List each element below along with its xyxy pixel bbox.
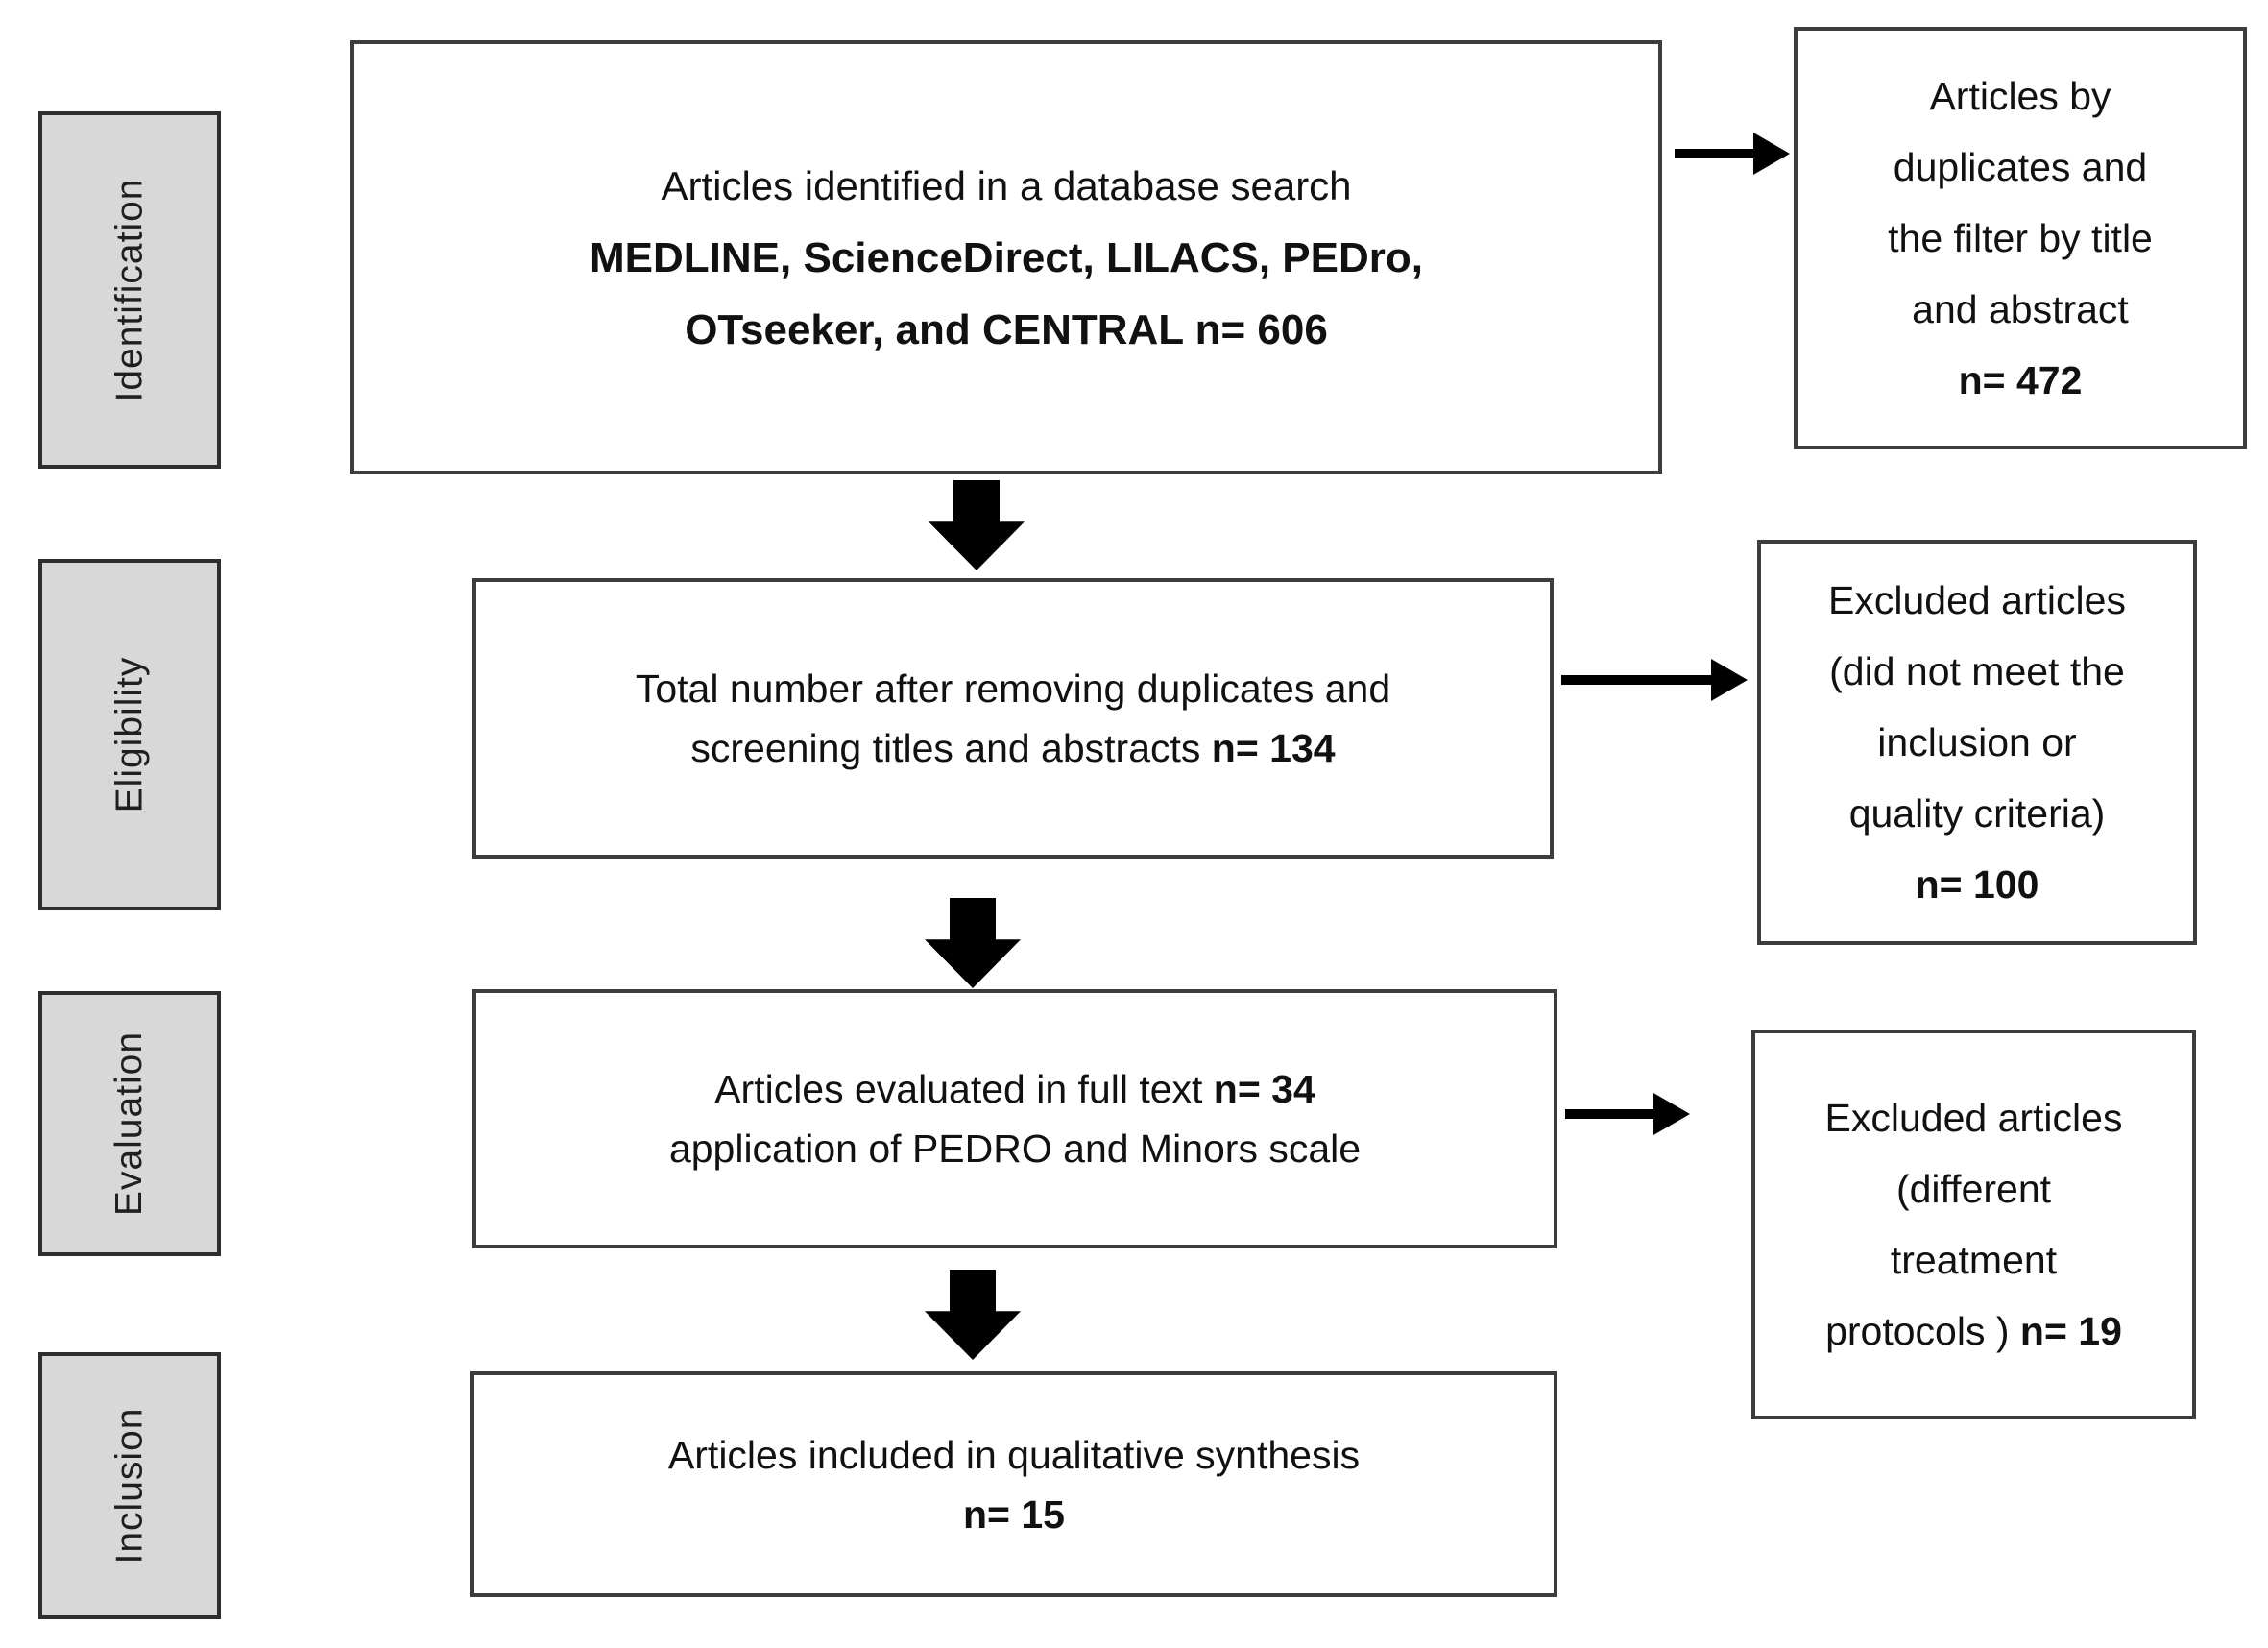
side-box-line: and abstract bbox=[1912, 287, 2129, 331]
arrow-head bbox=[1753, 133, 1790, 175]
down-arrow-icon bbox=[929, 480, 1025, 570]
side-box-line: quality criteria) bbox=[1848, 791, 2106, 836]
arrow-head bbox=[1711, 659, 1748, 701]
right-arrow-icon bbox=[1565, 1093, 1690, 1135]
arrow-shaft bbox=[1565, 1109, 1657, 1119]
flow-box-included: Articles included in qualitative synthes… bbox=[470, 1371, 1557, 1597]
stage-label-inclusion: Inclusion bbox=[109, 1407, 150, 1564]
side-box-line: treatment bbox=[1890, 1238, 2058, 1282]
down-arrow-icon bbox=[925, 1270, 1021, 1360]
flow-box-line: Articles included in qualitative synthes… bbox=[667, 1432, 1361, 1477]
flow-box-line: MEDLINE, ScienceDirect, LILACS, PEDro, bbox=[590, 233, 1423, 281]
flow-box-evaluated: Articles evaluated in full text n= 34 ap… bbox=[472, 989, 1557, 1248]
right-arrow-icon bbox=[1561, 659, 1748, 701]
side-box-line: (different bbox=[1895, 1167, 2052, 1211]
flow-box-identified: Articles identified in a database search… bbox=[350, 40, 1662, 474]
arrow-shaft bbox=[1675, 149, 1757, 158]
flow-box-screened: Total number after removing duplicates a… bbox=[472, 578, 1554, 859]
side-box-excluded-criteria: Excluded articles (did not meet the incl… bbox=[1757, 540, 2197, 945]
flow-box-line: Articles identified in a database search bbox=[661, 162, 1352, 208]
stage-box-evaluation: Evaluation bbox=[38, 991, 221, 1256]
stage-box-eligibility: Eligibility bbox=[38, 559, 221, 910]
flow-box-line: Total number after removing duplicates a… bbox=[635, 666, 1391, 711]
arrow-head bbox=[1653, 1093, 1690, 1135]
side-box-line: n= 472 bbox=[1958, 358, 2083, 402]
stage-box-identification: Identification bbox=[38, 111, 221, 469]
flow-box-line: n= 15 bbox=[963, 1491, 1065, 1537]
down-arrow-icon bbox=[925, 898, 1021, 988]
stage-label-identification: Identification bbox=[109, 178, 151, 402]
side-box-line: inclusion or bbox=[1877, 720, 2077, 764]
side-box-line: Articles by bbox=[1929, 74, 2111, 118]
stage-label-evaluation: Evaluation bbox=[109, 1030, 151, 1217]
stage-box-inclusion: Inclusion bbox=[38, 1352, 221, 1619]
side-box-excluded-protocols: Excluded articles (different treatment p… bbox=[1751, 1030, 2196, 1419]
side-box-line: (did not meet the bbox=[1829, 649, 2125, 693]
flow-box-line: screening titles and abstracts n= 134 bbox=[690, 726, 1336, 770]
right-arrow-icon bbox=[1675, 133, 1790, 175]
flow-box-line: application of PEDRO and Minors scale bbox=[668, 1127, 1362, 1171]
side-box-excluded-by-title-abstract: Articles by duplicates and the filter by… bbox=[1794, 27, 2247, 449]
side-box-line: duplicates and bbox=[1893, 145, 2148, 189]
side-box-line: Excluded articles bbox=[1824, 1096, 2123, 1140]
flow-box-line: Articles evaluated in full text n= 34 bbox=[714, 1067, 1315, 1111]
side-box-line: the filter by title bbox=[1888, 216, 2153, 260]
side-box-line: protocols ) n= 19 bbox=[1825, 1309, 2122, 1353]
side-box-line: Excluded articles bbox=[1828, 578, 2126, 622]
flow-box-line: OTseeker, and CENTRAL n= 606 bbox=[685, 305, 1328, 353]
arrow-shaft bbox=[1561, 675, 1715, 685]
stage-label-eligibility: Eligibility bbox=[109, 656, 150, 813]
side-box-line: n= 100 bbox=[1915, 862, 2039, 907]
